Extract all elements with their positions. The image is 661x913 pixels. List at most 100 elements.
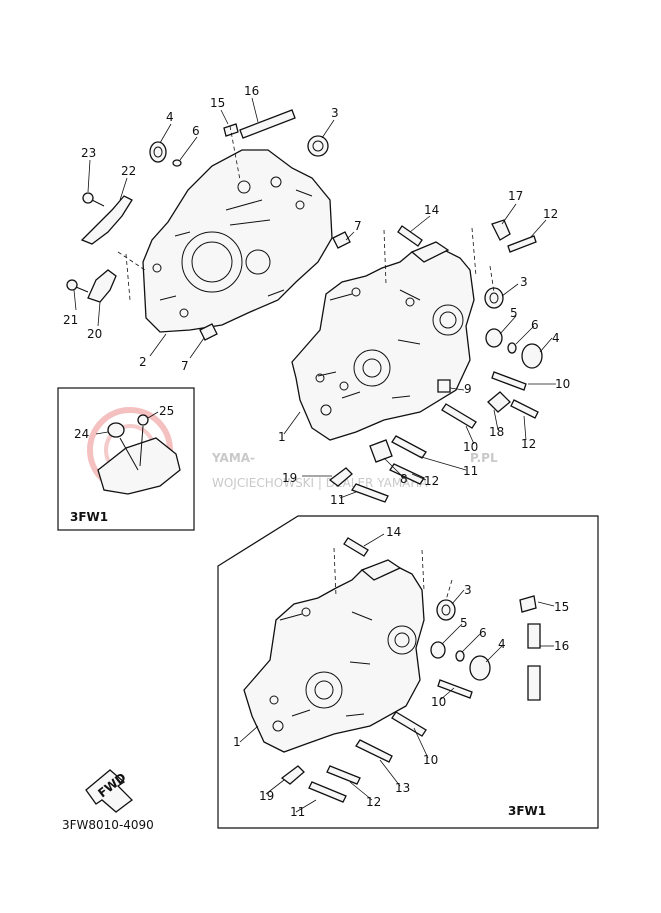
o-ring-part-6-lower[interactable]: [455, 650, 465, 662]
callout-12-right[interactable]: 12: [521, 437, 536, 451]
bolt-part-9[interactable]: [437, 379, 451, 393]
callout-7-top[interactable]: 7: [354, 219, 362, 233]
callout-14-top[interactable]: 14: [424, 203, 439, 217]
lower-variant-box: [217, 515, 599, 829]
callout-3-right[interactable]: 3: [520, 275, 528, 289]
callout-5-upper[interactable]: 5: [510, 306, 518, 320]
bolt-part-10-mid[interactable]: [441, 403, 477, 429]
bracket-part-19-lower[interactable]: [280, 765, 305, 785]
bearing-part-3-right[interactable]: [484, 287, 504, 309]
inset-detail-box: [57, 387, 195, 531]
callout-10-lower-a[interactable]: 10: [431, 695, 446, 709]
bolt-part-11-bottom[interactable]: [308, 781, 347, 803]
callout-labels: 4 6 15 16 3 23 22 7 21 20 2 7 14 17 12 3…: [62, 84, 570, 832]
callout-23[interactable]: 23: [81, 146, 96, 160]
bracket-part-20[interactable]: [87, 269, 117, 303]
callout-19-lower[interactable]: 19: [259, 789, 274, 803]
watermark-main-text-end: P.PL: [470, 451, 498, 465]
callout-10-upper[interactable]: 10: [555, 377, 570, 391]
callout-12-upper[interactable]: 12: [543, 207, 558, 221]
bolt-part-12-upper[interactable]: [507, 235, 537, 253]
callout-5-lower[interactable]: 5: [460, 616, 468, 630]
right-crankcase-part-1-lower[interactable]: [243, 559, 425, 753]
forward-arrow-icon: FWD: [85, 769, 133, 813]
collar-part-16-lower[interactable]: [527, 623, 541, 701]
callout-24[interactable]: 24: [74, 427, 89, 441]
bolt-part-13[interactable]: [355, 739, 393, 763]
o-ring-part-6-top[interactable]: [172, 159, 182, 167]
bracket-part-18[interactable]: [487, 391, 511, 413]
bolt-part-14-top[interactable]: [397, 225, 423, 247]
hose-nipple-part-15-lower[interactable]: [519, 595, 537, 613]
hose-nipple-part-15-top[interactable]: [223, 123, 239, 137]
callout-3-top[interactable]: 3: [331, 106, 339, 120]
bolt-part-14-lower[interactable]: [343, 537, 369, 557]
bolt-part-11-upper[interactable]: [391, 435, 427, 459]
callout-3-lower[interactable]: 3: [464, 583, 472, 597]
bolt-part-23[interactable]: [82, 192, 105, 207]
bearing-part-5-upper[interactable]: [485, 328, 503, 348]
callout-11-upper[interactable]: 11: [463, 464, 478, 478]
o-ring-part-6-upper[interactable]: [507, 342, 517, 354]
bolt-part-10-lower-a[interactable]: [437, 679, 473, 699]
bolt-part-10-lower-b[interactable]: [391, 711, 427, 737]
washer-part-25[interactable]: [137, 414, 149, 426]
clamp-part-17[interactable]: [491, 219, 511, 241]
watermark-main-text: YAMA-: [211, 451, 255, 465]
damper-part-8[interactable]: [369, 439, 393, 463]
dowel-pin-part-7-bottom[interactable]: [199, 323, 218, 341]
callout-6-lower[interactable]: 6: [479, 626, 487, 640]
callout-6-upper[interactable]: 6: [531, 318, 539, 332]
dowel-pin-part-7-top[interactable]: [332, 231, 351, 249]
oil-seal-part-4-top[interactable]: [149, 141, 167, 163]
callout-16-lower[interactable]: 16: [554, 639, 569, 653]
bolt-part-11-lower[interactable]: [351, 483, 389, 503]
callout-4-top[interactable]: 4: [166, 110, 174, 124]
callout-11-lower[interactable]: 11: [330, 493, 345, 507]
callout-1-lower[interactable]: 1: [233, 735, 241, 749]
bolt-part-10-upper[interactable]: [491, 371, 527, 391]
bolt-part-12-bottom[interactable]: [326, 765, 361, 785]
right-crankcase-part-1[interactable]: [291, 241, 475, 441]
bolt-part-12-right[interactable]: [510, 399, 539, 419]
collar-part-16-top[interactable]: [239, 109, 296, 139]
callout-22[interactable]: 22: [121, 164, 136, 178]
bearing-part-3-lower[interactable]: [436, 599, 456, 621]
stay-part-22[interactable]: [80, 195, 133, 245]
callout-12-bottom[interactable]: 12: [366, 795, 381, 809]
callout-2[interactable]: 2: [139, 355, 147, 369]
oil-seal-part-4-lower[interactable]: [469, 655, 491, 681]
callout-16-top[interactable]: 16: [244, 84, 259, 98]
callout-10-mid[interactable]: 10: [463, 440, 478, 454]
callout-14-lower[interactable]: 14: [386, 525, 401, 539]
callout-19-upper[interactable]: 19: [282, 471, 297, 485]
callout-20[interactable]: 20: [87, 327, 102, 341]
callout-4-lower[interactable]: 4: [498, 637, 506, 651]
oil-seal-part-4-upper[interactable]: [521, 343, 543, 369]
callout-21[interactable]: 21: [63, 313, 78, 327]
callout-15-lower[interactable]: 15: [554, 600, 569, 614]
catalog-code: 3FW8010-4090: [62, 818, 154, 832]
left-crankcase-part-2[interactable]: [142, 149, 333, 333]
bearing-part-3-top[interactable]: [307, 135, 329, 157]
bearing-part-5-lower[interactable]: [430, 641, 446, 659]
callout-10-lower-b[interactable]: 10: [423, 753, 438, 767]
callout-15-top[interactable]: 15: [210, 96, 225, 110]
callout-6-top[interactable]: 6: [192, 124, 200, 138]
bracket-part-19-upper[interactable]: [328, 467, 353, 487]
callout-17[interactable]: 17: [508, 189, 523, 203]
plug-part-24[interactable]: [107, 422, 125, 438]
callout-13[interactable]: 13: [395, 781, 410, 795]
callout-1-upper[interactable]: 1: [278, 430, 286, 444]
callout-12-lower[interactable]: 12: [424, 474, 439, 488]
bolt-part-12-lower[interactable]: [389, 463, 425, 485]
callout-8[interactable]: 8: [400, 472, 408, 486]
callout-9[interactable]: 9: [464, 382, 472, 396]
callout-7-bottom[interactable]: 7: [181, 359, 189, 373]
bolt-part-21[interactable]: [66, 279, 89, 293]
callout-25[interactable]: 25: [159, 404, 174, 418]
callout-11-bottom[interactable]: 11: [290, 805, 305, 819]
callout-4-upper[interactable]: 4: [552, 331, 560, 345]
lower-variant-label: 3FW1: [508, 804, 546, 818]
callout-18[interactable]: 18: [489, 425, 504, 439]
